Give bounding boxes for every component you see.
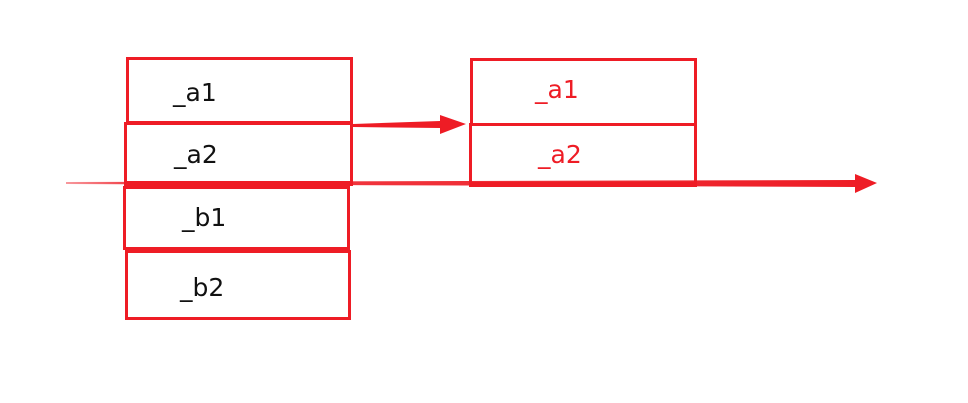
horizontal-arrow	[66, 174, 877, 193]
left-cell-b1	[123, 186, 350, 250]
left-cell-b2	[125, 250, 351, 320]
left-label-b2: _b2	[180, 273, 225, 302]
right-label-a2: _a2	[538, 140, 582, 169]
right-label-a1: _a1	[535, 75, 579, 104]
copy-arrow	[353, 115, 466, 134]
left-label-a1: _a1	[173, 78, 217, 107]
left-label-a2: _a2	[174, 140, 218, 169]
left-label-b1: _b1	[182, 203, 227, 232]
